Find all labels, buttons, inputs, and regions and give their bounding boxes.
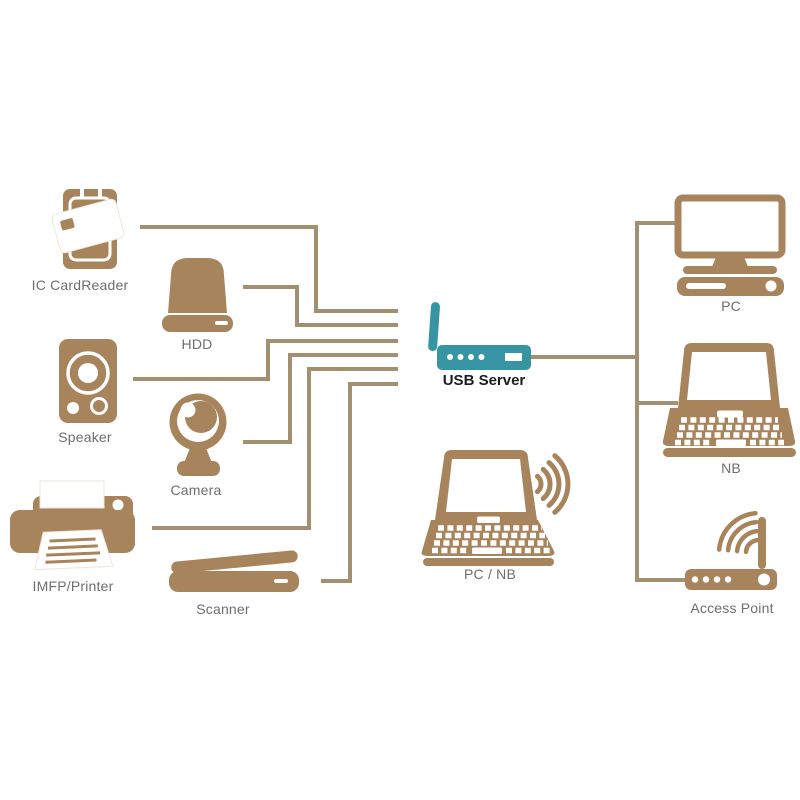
wire-hdd <box>243 285 398 327</box>
speaker-label: Speaker <box>58 429 112 445</box>
wire-printer <box>152 367 398 530</box>
printer-label: IMFP/Printer <box>32 578 114 594</box>
wire-speaker <box>133 339 398 381</box>
wire-camera <box>243 353 398 444</box>
hdd-label: HDD <box>181 336 213 352</box>
desktop-pc-icon <box>674 194 786 296</box>
printer-icon <box>10 480 135 571</box>
wifi-signal-icon <box>716 510 761 555</box>
ic-cardreader-label: IC CardReader <box>31 277 129 293</box>
camera-label: Camera <box>170 482 222 498</box>
wireless-notebook-icon <box>421 450 571 566</box>
scanner-label: Scanner <box>196 601 250 617</box>
wire-scanner <box>321 382 398 583</box>
connector-lines <box>133 221 686 583</box>
pc-nb-label: PC / NB <box>464 566 516 582</box>
wire-ic-cardreader <box>140 225 398 313</box>
hdd-icon <box>162 258 233 332</box>
speaker-icon <box>59 339 117 423</box>
notebook-icon <box>662 343 796 457</box>
usb-server-label: USB Server <box>442 372 526 389</box>
usb-server-icon <box>428 302 531 370</box>
ic-cardreader-icon <box>51 189 125 269</box>
pc-label: PC <box>721 298 741 314</box>
wifi-signal-icon <box>534 453 571 515</box>
scanner-icon <box>169 550 299 592</box>
access-point-icon <box>685 510 777 590</box>
camera-icon <box>169 393 227 476</box>
access-point-label: Access Point <box>690 600 774 616</box>
nb-label: NB <box>721 460 741 476</box>
